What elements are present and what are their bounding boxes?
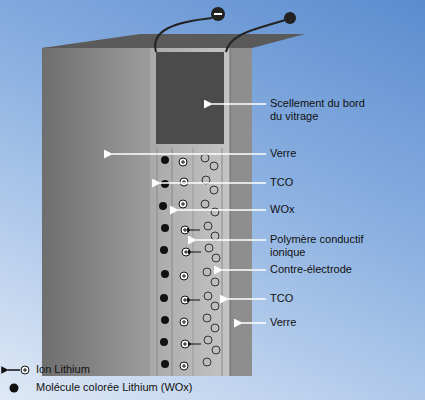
legend-text: Ion Lithium xyxy=(36,363,90,376)
layer-label: Verre xyxy=(270,316,410,329)
slab-top xyxy=(42,34,305,48)
glass-pane xyxy=(230,48,252,376)
glass-pane xyxy=(42,48,150,376)
legend-text: Molécule colorée Lithium (WOx) xyxy=(36,381,193,394)
terminal xyxy=(284,12,296,24)
layer-stack xyxy=(150,48,230,376)
ions xyxy=(159,154,220,370)
layer-label: TCO xyxy=(270,176,410,189)
legend-molecule-dot xyxy=(10,384,19,393)
layer-label: Contre-électrode xyxy=(270,263,410,276)
layer-label: Scellement du bord du vitrage xyxy=(270,97,370,123)
layer-label: Polymère conductif ionique xyxy=(270,233,388,259)
wire xyxy=(155,18,212,52)
edge-seal xyxy=(156,52,224,144)
layer-label: Verre xyxy=(270,147,410,160)
wire xyxy=(226,20,285,52)
layer-label: WOx xyxy=(270,203,410,216)
legend-ion-symbol xyxy=(8,366,29,374)
leader-arrows xyxy=(112,104,266,323)
negative-terminal xyxy=(211,7,225,21)
layer-label: TCO xyxy=(270,292,410,305)
